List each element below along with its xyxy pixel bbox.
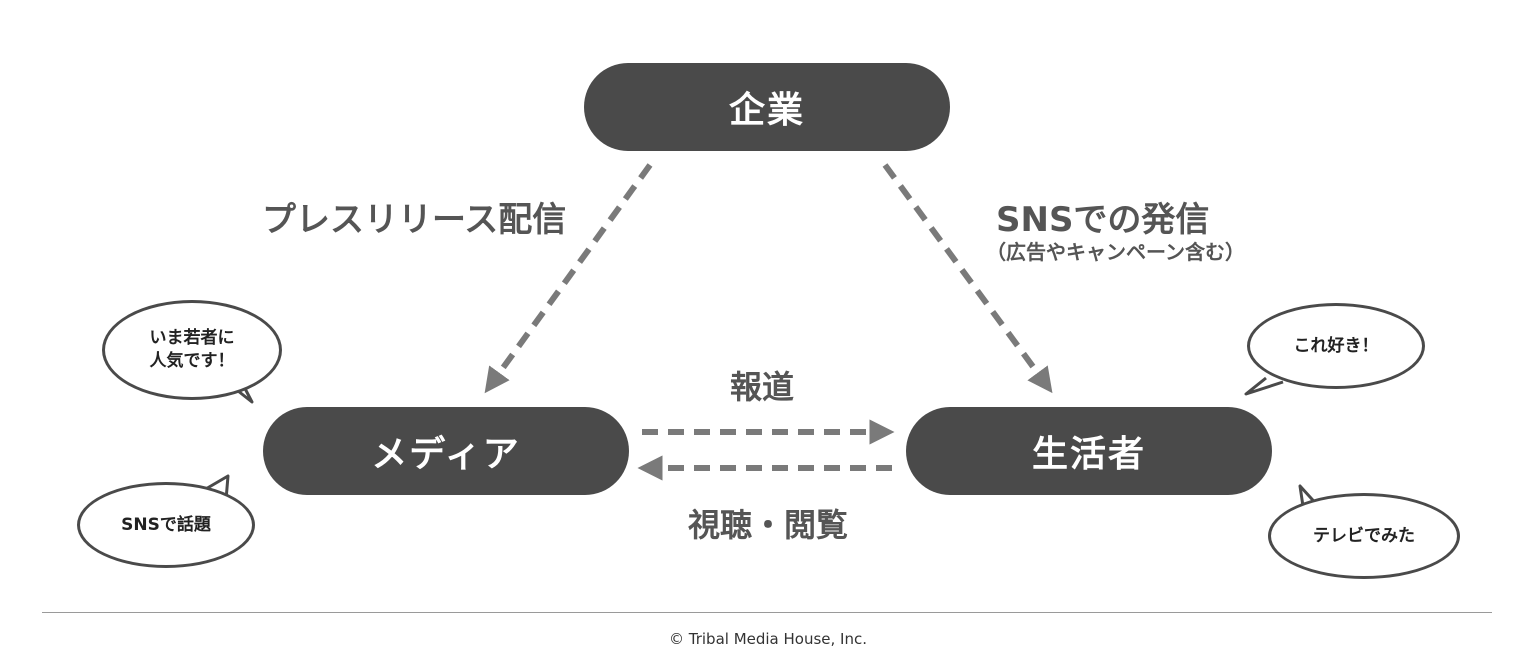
speech-bubble-text: これ好き！ [1293, 335, 1379, 356]
bubble-tail-consumer-top [1244, 376, 1284, 396]
speech-bubble-media-bottom: SNSで話題 [77, 482, 255, 568]
node-company: 企業 [584, 63, 950, 151]
speech-bubble-text: SNSで話題 [121, 514, 211, 535]
edge-label-press-release: プレスリリース配信 [262, 200, 567, 240]
edge-label-coverage: 報道 [730, 368, 795, 406]
node-media: メディア [263, 407, 629, 495]
speech-bubble-consumer-bottom: テレビでみた [1268, 493, 1460, 579]
speech-bubble-media-top: いま若者に 人気です！ [102, 300, 282, 400]
speech-bubble-text: テレビでみた [1313, 525, 1415, 546]
footer-divider [42, 612, 1492, 613]
copyright-text: © Tribal Media House, Inc. [668, 630, 868, 648]
edge-label-sns-post: SNSでの発信 [996, 200, 1210, 240]
speech-bubble-consumer-top: これ好き！ [1247, 303, 1425, 389]
speech-bubble-text: 人気です！ [149, 351, 235, 371]
edge-label-sns-post-note: （広告やキャンペーン含む） [986, 240, 1245, 264]
node-consumer: 生活者 [906, 407, 1272, 495]
speech-bubble-text: いま若者に [149, 328, 235, 349]
arrow-company-to-media [484, 163, 653, 394]
edge-label-viewing: 視聴・閲覧 [688, 506, 849, 544]
arrow-company-to-consumer [882, 163, 1053, 394]
